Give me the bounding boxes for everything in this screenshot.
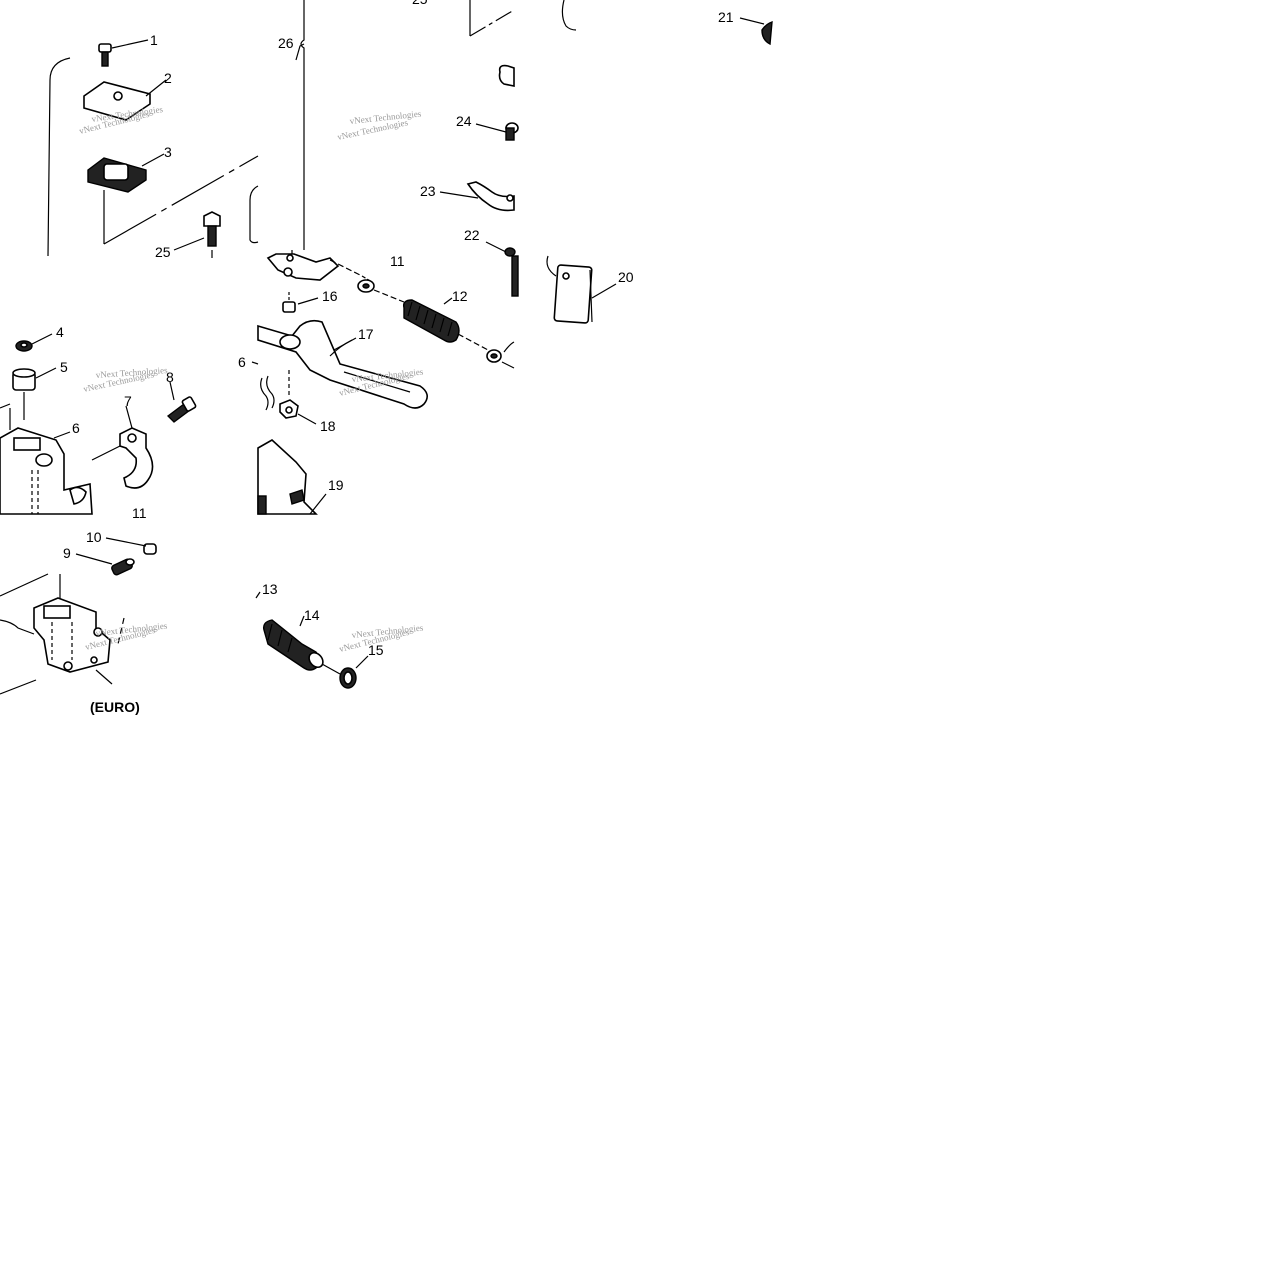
o-ring-part <box>339 667 357 689</box>
callout-23: 23 <box>420 183 436 199</box>
tile-master-cylinder: vNext Technologies vNext Technologies 4 … <box>0 324 197 521</box>
callout-14: 14 <box>304 607 320 623</box>
washer-part <box>15 340 33 352</box>
boot-spring-part <box>402 299 460 343</box>
callout-18: 18 <box>320 418 336 434</box>
screw-part <box>98 43 112 67</box>
bolt-part <box>166 396 197 423</box>
callout-25: 25 <box>412 0 428 7</box>
sleeve-part <box>12 368 36 391</box>
callout-19: 19 <box>328 477 344 493</box>
screw-part <box>143 543 157 555</box>
tile-euro-variant: vNext Technologies vNext Technologies 10… <box>0 529 168 715</box>
tile-switch-detail: 21 <box>561 0 773 46</box>
callout-7: 7 <box>124 393 132 409</box>
callout-1: 1 <box>150 32 158 48</box>
nut-part <box>279 399 299 419</box>
callout-25: 25 <box>155 244 171 260</box>
callout-15: 15 <box>368 642 384 658</box>
piston-part <box>262 619 324 671</box>
callout-17: 17 <box>358 326 374 342</box>
screw-part <box>504 247 519 297</box>
callout-6: 6 <box>72 420 80 436</box>
euro-variant-label: (EURO) <box>90 699 140 715</box>
callout-2: 2 <box>164 70 172 86</box>
tile-reservoir-cap: vNext Technologies vNext Technologies 1 … <box>47 32 259 260</box>
tile-piston: vNext Technologies vNext Technologies 13… <box>255 581 424 689</box>
washer-part <box>357 279 375 293</box>
callout-22: 22 <box>464 227 480 243</box>
callout-6: 6 <box>238 354 246 370</box>
tile-brake-lever: vNext Technologies vNext Technologies 11… <box>238 253 515 515</box>
tag-part <box>553 264 593 324</box>
callout-16: 16 <box>322 288 338 304</box>
tile-switch-top: 24 23 22 <box>420 0 519 297</box>
clamp-part <box>119 427 154 489</box>
callout-21: 21 <box>718 9 734 25</box>
callout-3: 3 <box>164 144 172 160</box>
brake-lever-part <box>257 319 428 409</box>
reservoir-cover-part <box>83 81 151 121</box>
callout-4: 4 <box>56 324 64 340</box>
bolt-part <box>203 211 221 258</box>
fitting-part <box>111 558 135 576</box>
spacer-part <box>505 122 519 141</box>
bracket-part <box>257 439 318 515</box>
callout-24: 24 <box>456 113 472 129</box>
diaphragm-part <box>87 157 147 193</box>
callout-26: 26 <box>278 35 294 51</box>
callout-8: 8 <box>166 369 174 385</box>
tile-lever-assembly-top: vNext Technologies vNext Technologies 25… <box>266 0 428 281</box>
callout-20: 20 <box>618 269 634 285</box>
master-cylinder-euro-part <box>33 597 111 673</box>
callout-11: 11 <box>390 253 405 269</box>
callout-9: 9 <box>63 545 71 561</box>
tile-tag: 20 <box>546 255 634 324</box>
callout-13: 13 <box>262 581 278 597</box>
nut-part <box>282 292 296 313</box>
callout-12: 12 <box>452 288 468 304</box>
callout-5: 5 <box>60 359 68 375</box>
callout-10: 10 <box>86 529 102 545</box>
master-cylinder-body-part <box>0 427 93 515</box>
callout-11: 11 <box>132 505 147 521</box>
